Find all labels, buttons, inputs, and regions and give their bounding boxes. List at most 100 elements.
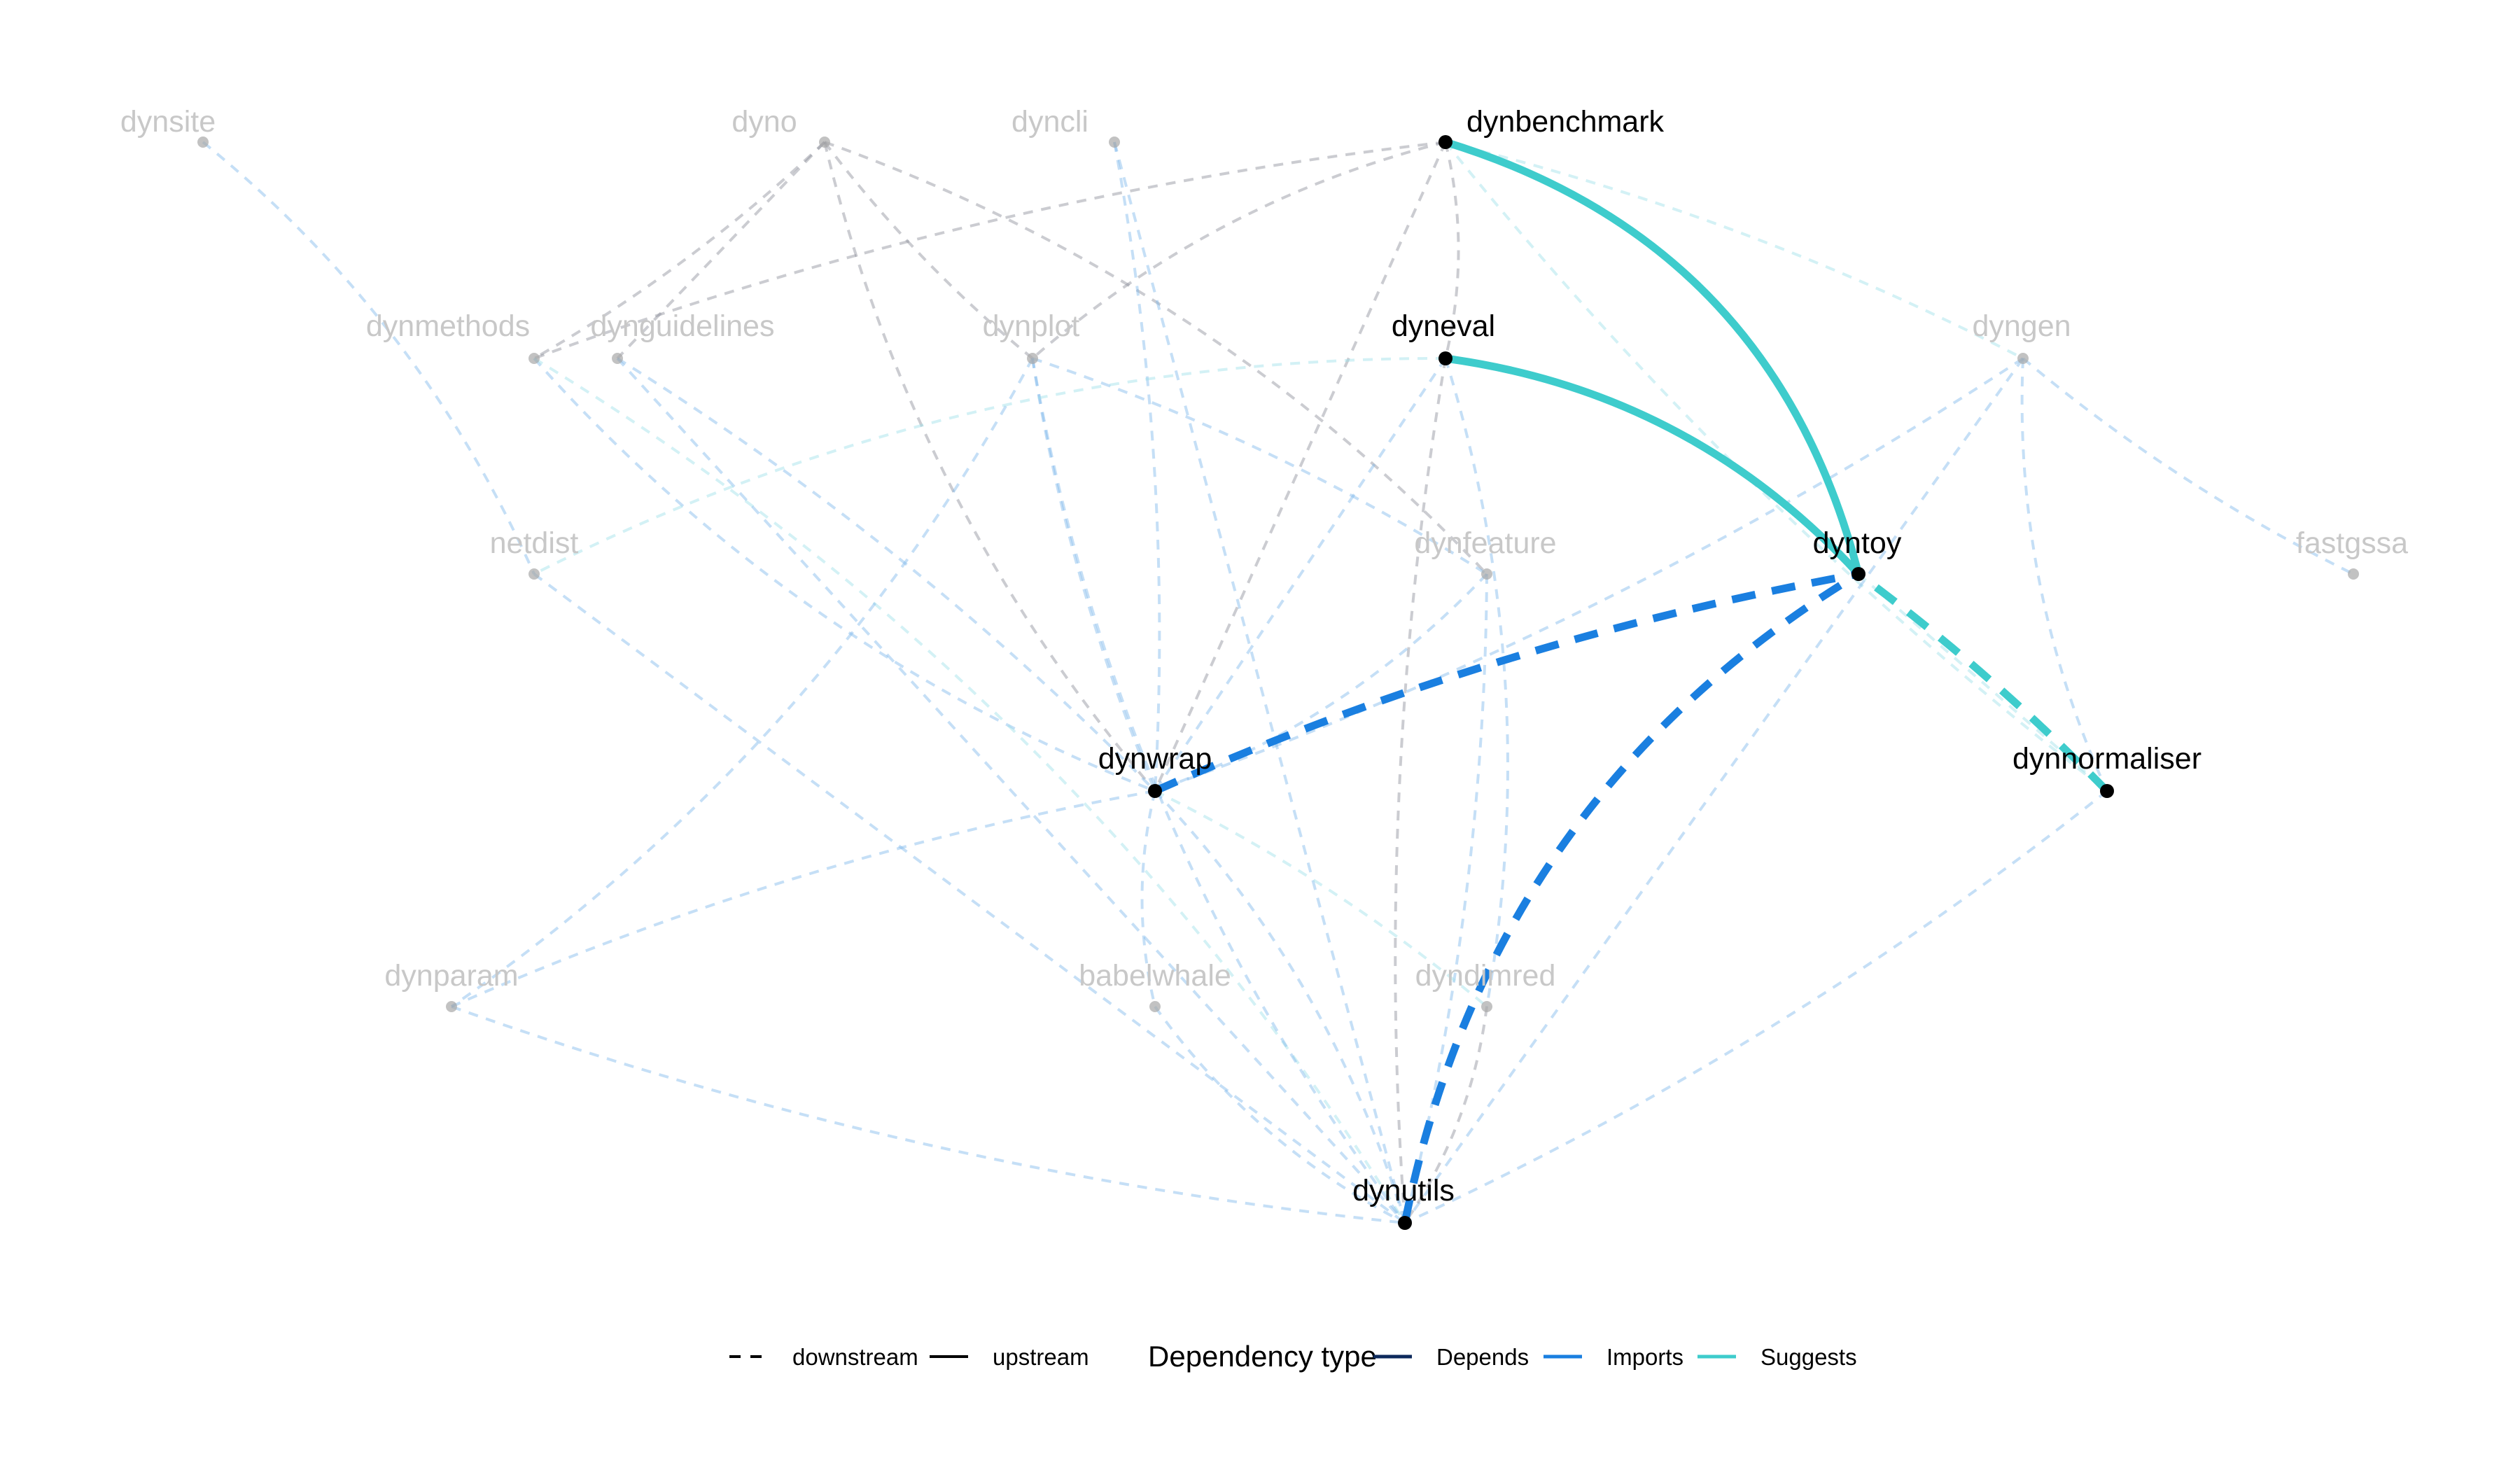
edge-dyno-dynplot xyxy=(823,141,1034,360)
edge-dyno-dynwrap xyxy=(823,141,1156,792)
node-dynnormaliser: dynnormaliser xyxy=(2012,742,2202,798)
edge-dynbenchmark-dyngen xyxy=(1445,141,2024,360)
node-point-dyncli xyxy=(1109,136,1120,148)
edge-dyngen-dynwrap xyxy=(1154,357,2024,792)
node-dynsite: dynsite xyxy=(120,105,216,148)
edge-babelwhale-dynutils xyxy=(1154,1005,1406,1224)
edge-dyneval-dynwrap xyxy=(1154,357,1447,792)
edge-dynmethods-dynutils xyxy=(533,357,1406,1224)
edge-dynbenchmark-dyneval xyxy=(1444,141,1460,359)
node-dynbenchmark: dynbenchmark xyxy=(1438,105,1665,149)
legend-color-title: Dependency type xyxy=(1148,1340,1377,1373)
edge-dyncli-dynwrap xyxy=(1113,141,1161,792)
edge-dynbenchmark-dyntoy xyxy=(1444,138,1863,575)
edge-dynplot-dynutils xyxy=(1031,358,1406,1224)
node-point-dynsite xyxy=(197,136,209,148)
node-label-dyngen: dyngen xyxy=(1972,309,2071,343)
edge-dynwrap-dyndimred xyxy=(1154,790,1488,1008)
legend-imports-label: Imports xyxy=(1606,1344,1684,1370)
edge-dynbenchmark-dynwrap xyxy=(1154,141,1447,792)
edge-dynnormaliser-dyntoy xyxy=(1856,570,2110,794)
node-point-dynwrap xyxy=(1148,784,1162,798)
node-point-dynutils xyxy=(1398,1216,1412,1230)
node-netdist: netdist xyxy=(490,526,579,580)
edge-dynguidelines-dynutils xyxy=(616,357,1406,1224)
legend-color: Dependency type Depends Imports Suggests xyxy=(1148,1340,1857,1373)
node-babelwhale: babelwhale xyxy=(1079,959,1231,1012)
node-dynwrap: dynwrap xyxy=(1098,742,1212,798)
node-point-dynparam xyxy=(446,1001,457,1012)
edge-dyneval-dynutils xyxy=(1394,358,1447,1224)
node-point-dyntoy xyxy=(1851,567,1865,581)
legend: downstream upstream Dependency type Depe… xyxy=(729,1340,1857,1373)
node-point-dynguidelines xyxy=(612,353,623,364)
node-dynguidelines: dynguidelines xyxy=(591,309,775,364)
edge-dynwrap-dynutils xyxy=(1154,790,1406,1224)
edge-dyncli-dynutils xyxy=(1113,141,1406,1224)
edge-dynplot-dynwrap xyxy=(1031,358,1156,792)
edge-dyno-dynfeature xyxy=(824,141,1488,575)
edge-dyngen-dynnormaliser xyxy=(2020,358,2108,792)
node-label-dyncli: dyncli xyxy=(1011,105,1088,139)
node-point-dynnormaliser xyxy=(2100,784,2114,798)
edge-dyneval-netdist xyxy=(533,356,1446,575)
edge-dynplot-dynparam xyxy=(450,358,1034,1008)
node-fastgssa: fastgssa xyxy=(2296,526,2408,580)
edge-dynbenchmark-dynplot xyxy=(1031,141,1446,360)
edge-dyngen-fastgssa xyxy=(2022,357,2354,575)
node-point-dynbenchmark xyxy=(1438,135,1452,149)
legend-depends-label: Depends xyxy=(1436,1344,1529,1370)
node-point-dynmethods xyxy=(528,353,540,364)
legend-linetype: downstream upstream xyxy=(729,1344,1089,1370)
node-label-dynplot: dynplot xyxy=(983,309,1080,343)
edge-dynguidelines-dynwrap xyxy=(616,357,1156,792)
node-label-netdist: netdist xyxy=(490,526,579,560)
edge-dynwrap-babelwhale xyxy=(1140,790,1156,1007)
node-point-babelwhale xyxy=(1149,1001,1161,1012)
package-nodes: dynsite dyno dyncli dynbenchmark dynmethods d… xyxy=(120,105,2408,1230)
edge-dyneval-dyntoy xyxy=(1445,354,1862,577)
node-dynutils: dynutils xyxy=(1352,1174,1455,1230)
edge-dynwrap-dyntoy xyxy=(1153,570,1859,795)
node-point-dynplot xyxy=(1027,353,1038,364)
node-label-dynmethods: dynmethods xyxy=(366,309,530,343)
node-label-dynwrap: dynwrap xyxy=(1098,742,1212,776)
node-label-dynguidelines: dynguidelines xyxy=(591,309,775,343)
node-dynplot: dynplot xyxy=(983,309,1080,364)
legend-downstream-label: downstream xyxy=(792,1344,918,1370)
edge-dynutils-dyntoy xyxy=(1401,570,1861,1224)
legend-suggests-label: Suggests xyxy=(1760,1344,1857,1370)
highlighted-edges xyxy=(1153,138,2110,1224)
node-dynfeature: dynfeature xyxy=(1414,526,1557,580)
edge-dynwrap-dynparam xyxy=(451,790,1156,1008)
edge-netdist-dynutils xyxy=(533,573,1406,1224)
node-label-dynparam: dynparam xyxy=(384,959,518,993)
node-label-dynfeature: dynfeature xyxy=(1414,526,1556,560)
node-point-dyngen xyxy=(2017,353,2029,364)
node-point-fastgssa xyxy=(2348,568,2359,580)
edge-dynparam-dynutils xyxy=(451,1005,1406,1224)
edge-dynfeature-dynutils xyxy=(1404,573,1488,1224)
edge-dynfeature-dynwrap xyxy=(1154,573,1488,792)
legend-upstream-label: upstream xyxy=(993,1344,1089,1370)
edge-dyno-dynguidelines xyxy=(616,141,826,360)
node-point-dyno xyxy=(819,136,830,148)
node-dyneval: dyneval xyxy=(1392,309,1495,365)
node-label-dynutils: dynutils xyxy=(1352,1174,1455,1208)
node-label-dynsite: dynsite xyxy=(120,105,216,139)
edge-dynnormaliser-dynutils xyxy=(1404,790,2108,1224)
edge-dynmethods-dynwrap xyxy=(533,357,1156,792)
context-edges xyxy=(202,141,2354,1224)
node-point-dynfeature xyxy=(1481,568,1492,580)
node-point-netdist xyxy=(528,568,540,580)
node-dyngen: dyngen xyxy=(1972,309,2071,364)
edge-dyndimred-dynutils xyxy=(1404,1006,1488,1224)
node-dyndimred: dyndimred xyxy=(1415,959,1555,1012)
edge-dyno-dynmethods xyxy=(533,141,826,360)
edge-dyngen-dynutils xyxy=(1404,357,2024,1224)
node-dyno: dyno xyxy=(732,105,830,148)
node-label-fastgssa: fastgssa xyxy=(2296,526,2408,560)
edge-dynsite-netdist xyxy=(202,141,536,575)
node-label-dyntoy: dyntoy xyxy=(1813,526,1902,560)
